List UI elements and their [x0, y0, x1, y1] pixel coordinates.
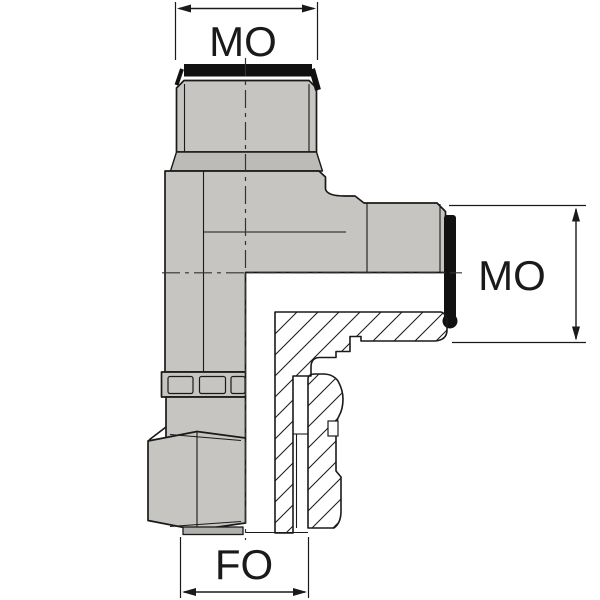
section-wall-L [274, 311, 448, 534]
arrowhead-down [572, 326, 580, 341]
top-thread-band-right-end [309, 68, 321, 91]
arrowhead-up [572, 207, 580, 222]
top-stud-neck [169, 151, 324, 172]
side-thread-band [444, 215, 456, 325]
dimension-label-top: MO [209, 18, 277, 65]
dimension-bottom: FO [179, 537, 310, 598]
dimension-label-bottom: FO [215, 541, 273, 588]
arrowhead-right [293, 588, 307, 596]
top-male-port [169, 64, 324, 172]
cross-section [245, 311, 448, 534]
section-insert-stem [307, 373, 344, 529]
arrowhead-left [182, 588, 196, 596]
knurl-cell [167, 375, 194, 395]
hex-chamfer-line-top [169, 433, 242, 442]
top-stud-body [175, 79, 318, 153]
lower-stem-external [148, 371, 247, 441]
knurl-cell [198, 375, 227, 395]
hex-flare-edge [148, 426, 167, 441]
arrowhead-right [302, 4, 316, 13]
arrowhead-left [177, 4, 191, 13]
dimension-top: MO [174, 2, 319, 65]
dimension-label-right: MO [478, 252, 546, 299]
knurl-cell [230, 375, 246, 395]
hex-chamfer-line-bottom [169, 520, 242, 528]
dimension-right: MO [449, 204, 586, 344]
nut-bottom-face [182, 526, 244, 536]
insert-notch [327, 420, 339, 437]
top-thread-band [184, 64, 312, 77]
female-swivel-nut [147, 430, 247, 536]
top-thread-band-left-end [174, 68, 184, 86]
side-male-port-end [442, 215, 458, 329]
